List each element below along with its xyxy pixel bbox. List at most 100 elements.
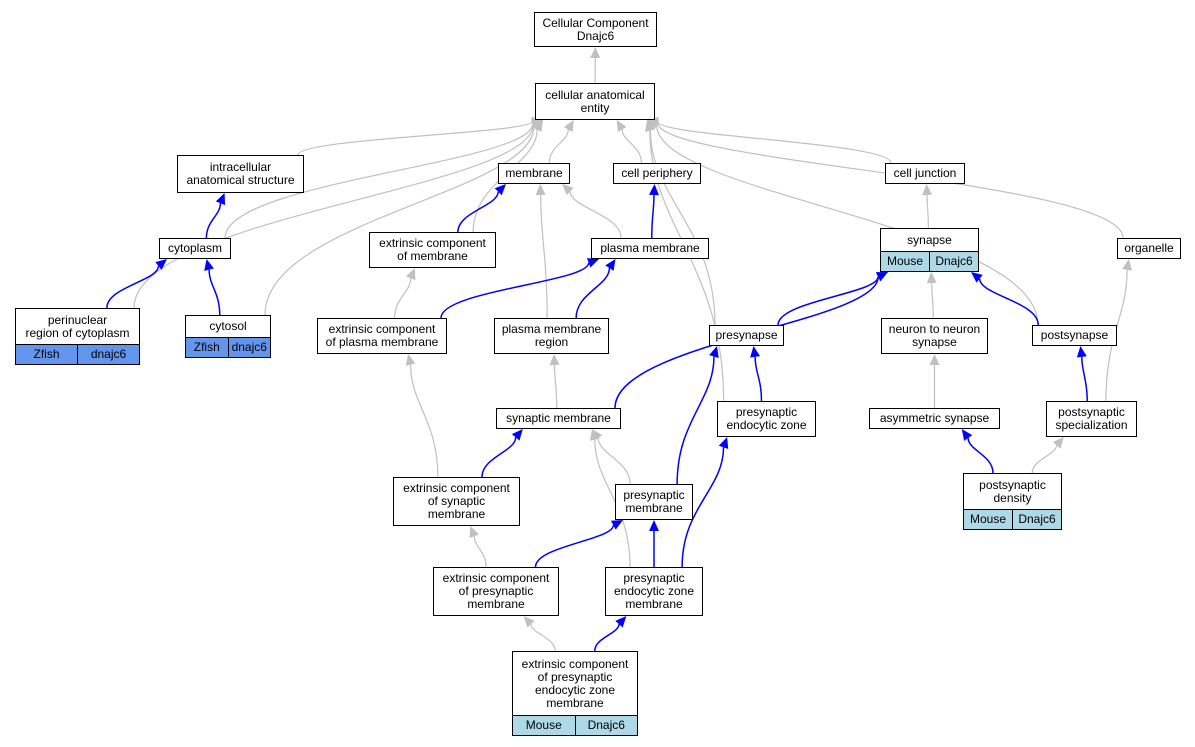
gene-tag[interactable]: Dnajc6 [574,716,637,735]
go-term-label: organelle [1124,241,1174,255]
go-term-node[interactable]: synaptic membrane [496,408,621,429]
part-of-edge [1081,356,1088,402]
is-a-edge [569,191,622,239]
go-term-node[interactable]: postsynapse [1032,325,1117,346]
is-a-edge [621,129,643,164]
is-a-edge [224,123,534,239]
part-of-edge [651,194,655,239]
go-term-node[interactable]: cytoplasm [159,238,231,259]
arrowhead-icon [875,272,888,282]
part-of-edge [978,278,1039,326]
go-term-node[interactable]: Cellular Component Dnajc6 [534,12,657,47]
is-a-edge [297,120,533,156]
arrowhead-icon [204,259,214,271]
go-term-label: cell junction [893,166,957,180]
arrowhead-icon [645,120,655,132]
go-term-label: Cellular Component Dnajc6 [542,15,649,43]
go-term-label: asymmetric synapse [879,411,990,425]
part-of-edge [967,437,994,474]
go-term-label: presynaptic endocytic zone [726,405,807,432]
is-a-edge [1031,445,1058,474]
part-of-edge [676,356,715,485]
go-term-label: postsynaptic density [979,477,1046,505]
is-a-edge [133,124,534,309]
species-tag[interactable]: Mouse [881,252,929,271]
part-of-edge [106,265,160,309]
go-term-label: extrinsic component of membrane [379,236,486,263]
part-of-edge [457,191,499,233]
arrowhead-icon [718,437,729,450]
go-term-label: presynaptic endocytic zone membrane [613,571,695,611]
go-term-node[interactable]: membrane [498,163,570,184]
gene-tag[interactable]: Dnajc6 [929,252,978,271]
go-term-node[interactable]: cell periphery [613,163,701,184]
go-term-node[interactable]: neuron to neuron synapse [881,318,988,354]
arrowhead-icon [1122,259,1133,271]
arrowhead-icon [532,120,543,132]
arrowhead-icon [562,184,574,196]
go-term-label: extrinsic component of presynaptic endoc… [521,656,629,710]
go-term-label: membrane [505,166,563,180]
arrowhead-icon [406,268,416,281]
part-of-edge [534,524,615,568]
edge-layer [106,57,1128,652]
is-a-edge [597,437,631,485]
go-term-label: postsynaptic specialization [1055,405,1128,432]
arrowhead-icon [511,429,523,441]
go-term-node[interactable]: extrinsic component of membrane [369,232,496,268]
go-term-node[interactable]: organelle [1117,238,1181,259]
go-term-node[interactable]: extrinsic component of presynaptic endoc… [512,651,638,736]
arrowhead-icon [1052,437,1064,449]
go-term-label: synaptic membrane [506,411,611,425]
go-term-node[interactable]: plasma membrane [591,238,709,259]
go-term-node[interactable]: presynapse [709,325,784,346]
species-tag[interactable]: Zfish [186,338,228,357]
go-term-node[interactable]: cell junction [885,163,965,184]
go-term-node[interactable]: extrinsic component of presynaptic membr… [433,567,559,616]
gene-tag[interactable]: dnajc6 [227,338,270,357]
arrowhead-icon [648,184,659,196]
go-term-label: perinuclear region of cytoplasm [25,312,130,340]
is-a-edge [649,130,716,326]
arrowhead-icon [616,120,627,133]
go-term-label: intracellular anatomical structure [186,160,295,187]
gene-tag[interactable]: Dnajc6 [1012,510,1061,529]
arrowhead-icon [405,354,416,366]
arrowhead-icon [649,520,659,531]
go-term-node[interactable]: presynaptic endocytic zone [717,401,816,437]
go-term-label: plasma membrane region [501,322,602,349]
go-term-label: presynaptic membrane [623,488,685,515]
part-of-edge [481,437,517,478]
go-term-node[interactable]: postsynaptic specialization [1046,401,1137,437]
go-term-node[interactable]: cellular anatomical entity [535,83,655,120]
arrowhead-icon [961,429,973,441]
go-term-node[interactable]: presynaptic endocytic zone membrane [605,567,703,616]
part-of-edge [594,623,620,652]
go-term-node[interactable]: extrinsic component of synaptic membrane [393,477,520,526]
go-term-node[interactable]: intracellular anatomical structure [177,155,304,193]
arrowhead-icon [155,259,167,270]
go-term-node[interactable]: presynaptic membrane [615,484,693,520]
gene-tag[interactable]: dnajc6 [77,345,139,364]
species-tag[interactable]: Mouse [964,510,1012,529]
go-term-node[interactable]: asymmetric synapse [869,408,1000,429]
arrowhead-icon [494,184,506,196]
arrowhead-icon [215,193,226,206]
is-a-edge [540,194,548,319]
part-of-edge [777,276,879,326]
part-of-edge [208,269,221,316]
part-of-edge [205,203,222,239]
go-term-node[interactable]: plasma membrane region [494,318,609,354]
species-tag[interactable]: Zfish [16,345,77,364]
is-a-edge [594,439,631,568]
species-tag[interactable]: Mouse [513,716,575,735]
go-term-node[interactable]: extrinsic component of plasma membrane [317,318,447,354]
arrowhead-icon [590,47,601,59]
is-a-edge [410,364,439,478]
